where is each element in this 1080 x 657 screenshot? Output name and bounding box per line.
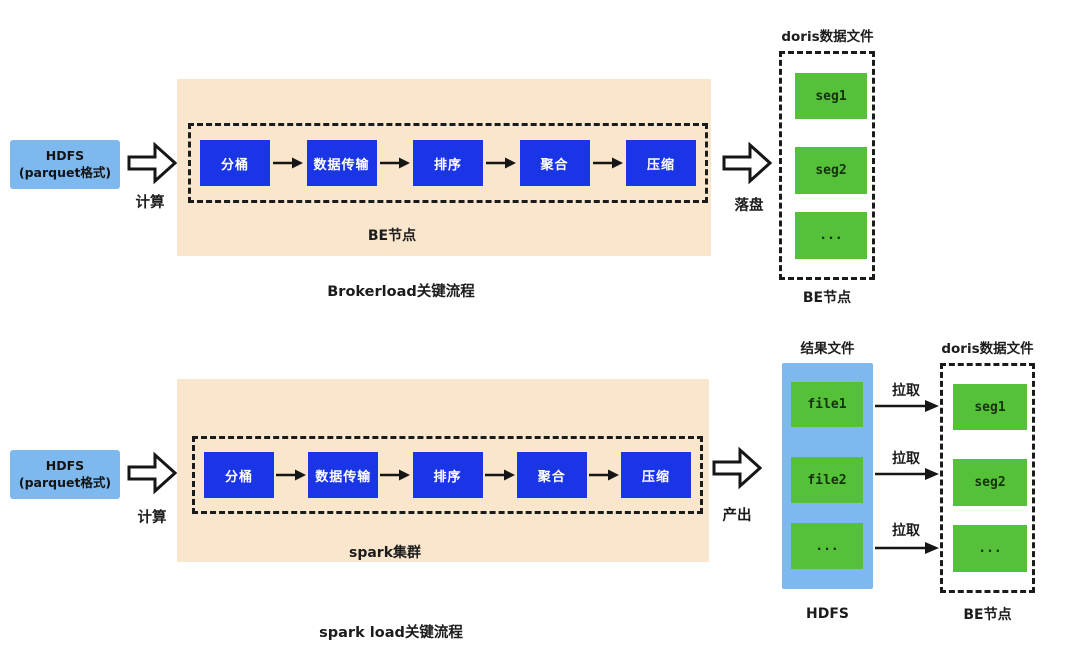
- compute-arrow-icon: [127, 141, 177, 185]
- source-line2: (parquet格式): [18, 474, 112, 490]
- flush-arrow-label: 落盘: [734, 198, 764, 214]
- broker-hdfs-source-box: HDFS (parquet格式): [10, 140, 120, 189]
- doris-files-box-bottom: seg1 seg2 ...: [940, 363, 1035, 593]
- step-box-bucket: 分桶: [200, 140, 270, 186]
- pull-label: 拉取: [892, 451, 920, 467]
- segment-box: ...: [795, 212, 867, 259]
- pull-label: 拉取: [892, 383, 920, 399]
- pull-label: 拉取: [892, 523, 920, 539]
- segment-box: seg1: [795, 73, 867, 119]
- spark-cluster-label: spark集群: [348, 545, 422, 561]
- doris-files-title-bottom: doris数据文件: [941, 341, 1034, 357]
- spark-hdfs-source-box: HDFS (parquet格式): [10, 450, 120, 499]
- right-arrow-icon: [486, 157, 517, 169]
- right-arrow-icon: [276, 469, 307, 481]
- be-cluster-label: BE节点: [367, 228, 417, 244]
- step-box-transfer: 数据传输: [306, 140, 377, 186]
- compute-arrow-label: 计算: [137, 510, 167, 526]
- broker-flow-caption: Brokerload关键流程: [327, 284, 475, 300]
- spark-cluster-box: 分桶 数据传输 排序 聚合 压缩 spark集群: [177, 379, 709, 562]
- step-box-sort: 排序: [412, 452, 483, 498]
- be-node-caption-bottom: BE节点: [963, 607, 1012, 623]
- hdfs-caption: HDFS: [806, 606, 849, 622]
- segment-box: seg1: [953, 384, 1027, 430]
- segment-box: seg2: [953, 459, 1027, 506]
- segment-box: ...: [953, 525, 1027, 572]
- doris-files-box-top: seg1 seg2 ...: [779, 51, 875, 280]
- produce-arrow-icon: [712, 446, 762, 490]
- step-box-sort: 排序: [413, 140, 483, 186]
- hdfs-result-column: file1 file2 ...: [782, 363, 873, 589]
- doris-files-title-top: doris数据文件: [781, 29, 874, 45]
- file-box: ...: [791, 523, 863, 569]
- step-box-compress: 压缩: [621, 452, 691, 498]
- right-arrow-icon: [379, 157, 410, 169]
- spark-process-track: 分桶 数据传输 排序 聚合 压缩: [192, 436, 703, 514]
- spark-flow-caption: spark load关键流程: [319, 625, 463, 641]
- be-cluster-box: 分桶 数据传输 排序 聚合 压缩 BE节点: [177, 79, 711, 256]
- compute-arrow-label: 计算: [135, 195, 165, 211]
- file-box: file1: [791, 382, 863, 427]
- be-node-caption-top: BE节点: [802, 290, 852, 306]
- compute-arrow-icon: [127, 451, 177, 495]
- right-arrow-icon: [380, 469, 411, 481]
- pull-arrow-icon: [875, 542, 939, 554]
- right-arrow-icon: [592, 157, 623, 169]
- step-box-aggregate: 聚合: [516, 452, 587, 498]
- segment-box: seg2: [795, 147, 867, 194]
- pull-arrow-icon: [875, 468, 939, 480]
- right-arrow-icon: [484, 469, 515, 481]
- step-box-aggregate: 聚合: [519, 140, 590, 186]
- step-box-bucket: 分桶: [204, 452, 274, 498]
- right-arrow-icon: [273, 157, 304, 169]
- result-files-title: 结果文件: [800, 341, 855, 357]
- flush-arrow-icon: [722, 141, 772, 185]
- step-box-compress: 压缩: [626, 140, 696, 186]
- source-line2: (parquet格式): [18, 164, 112, 180]
- right-arrow-icon: [588, 469, 619, 481]
- source-line1: HDFS: [45, 147, 85, 163]
- broker-process-track: 分桶 数据传输 排序 聚合 压缩: [188, 123, 708, 203]
- produce-arrow-label: 产出: [722, 508, 752, 524]
- pull-arrow-icon: [875, 400, 939, 412]
- source-line1: HDFS: [45, 457, 85, 473]
- file-box: file2: [791, 457, 863, 503]
- step-box-transfer: 数据传输: [308, 452, 379, 498]
